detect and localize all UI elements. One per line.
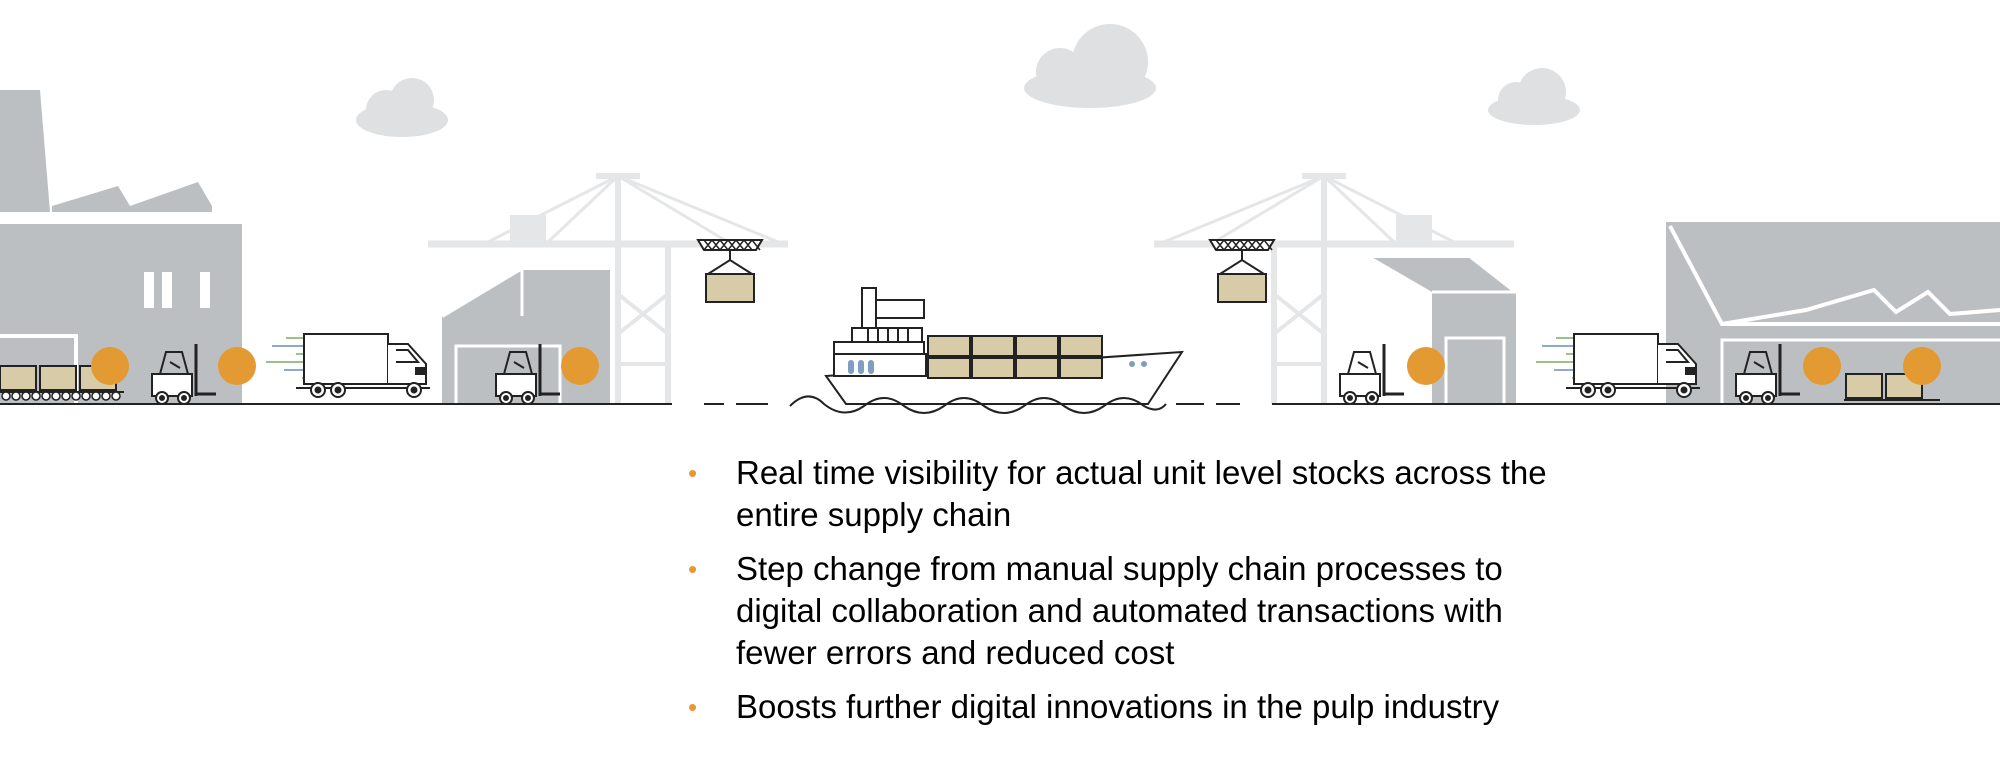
benefit-item: • Step change from manual supply chain pr… — [684, 548, 1584, 674]
benefits-list: • Real time visibility for actual unit le… — [684, 452, 1584, 740]
benefit-item: • Real time visibility for actual unit le… — [684, 452, 1584, 536]
cargo-box-icon — [1844, 373, 1940, 401]
truck-icon — [295, 333, 431, 398]
bullet-marker: • — [688, 554, 698, 584]
cloud-icon — [1488, 68, 1580, 125]
benefit-text: Boosts further digital innovations in th… — [736, 688, 1500, 725]
forklift-icon — [1338, 342, 1406, 406]
bullet-marker: • — [688, 692, 698, 722]
cloud-icon — [356, 78, 448, 137]
container-ship-icon — [789, 287, 1184, 414]
tracking-point-icon — [91, 347, 1941, 385]
supply-chain-illustration — [0, 24, 2000, 414]
bullet-marker: • — [688, 458, 698, 488]
cargo-box-icon — [697, 239, 763, 303]
cloud-icon — [1024, 24, 1156, 108]
conveyor-icon — [0, 365, 124, 401]
benefit-text: Real time visibility for actual unit lev… — [736, 454, 1547, 533]
warehouse-icon — [1370, 254, 1518, 404]
benefit-item: • Boosts further digital innovations in t… — [684, 686, 1584, 728]
cargo-box-icon — [1209, 239, 1275, 303]
benefit-text: Step change from manual supply chain pro… — [736, 550, 1503, 671]
